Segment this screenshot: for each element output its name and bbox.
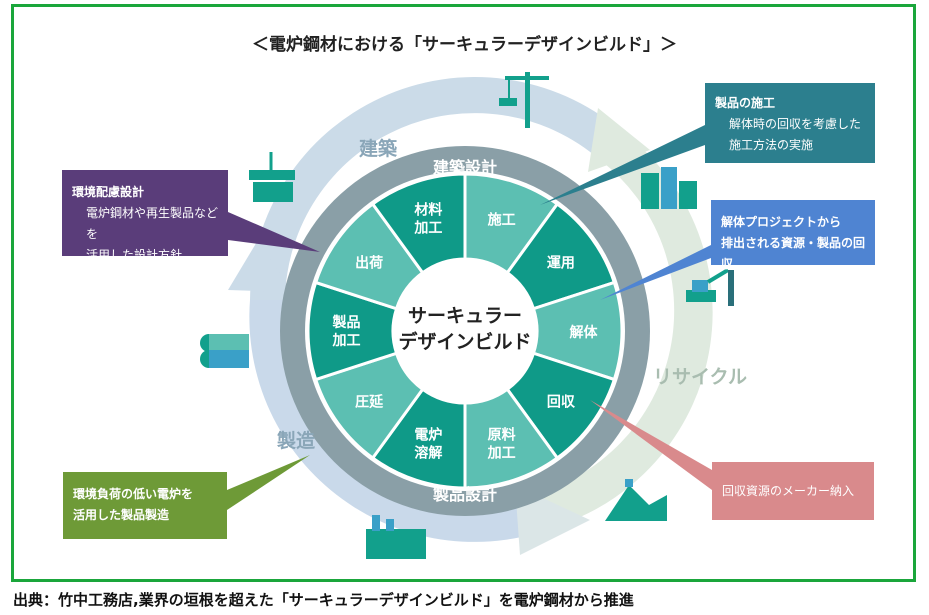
callout-const-title: 製品の施工 (715, 96, 776, 110)
connector-const (540, 125, 705, 205)
callout-low-load: 環境負荷の低い電炉を 活用した製品製造 (63, 472, 227, 539)
cycle-arrow-top (588, 108, 650, 172)
connector-lowload (227, 455, 310, 510)
construction-band (250, 77, 620, 301)
outer-label-manufacturing: 製造 (276, 429, 316, 452)
recycle-band (530, 130, 713, 525)
callout-lowload-line1: 環境負荷の低い電炉を (73, 487, 194, 501)
outer-label-recycle: リサイクル (653, 366, 747, 388)
segment-label-9: 材料 (414, 201, 442, 218)
callout-demo-line2: 排出される資源・製品の回収 (721, 236, 866, 271)
callout-lowload-line2: 活用した製品製造 (73, 508, 170, 522)
segment-label-7-line2: 加工 (332, 333, 361, 349)
segment-label-9-line2: 加工 (413, 220, 442, 236)
outer-label-construction: 建築 (359, 137, 398, 160)
segment-label-6: 圧延 (355, 394, 384, 411)
crane-icon (499, 72, 549, 128)
callout-demolition: 解体プロジェクトから 排出される資源・製品の回収 (711, 200, 875, 271)
callout-env-body2: 活用した設計方針 (86, 248, 183, 262)
page-title: ＜電炉鋼材における「サーキュラーデザインビルド」＞ (252, 35, 677, 55)
segment-label-3: 回収 (547, 394, 576, 411)
center-circle (395, 261, 535, 401)
callout-connectors (227, 125, 712, 510)
segment-label-5-line2: 溶解 (414, 445, 442, 462)
factory-icon (366, 515, 426, 559)
ring-label-architectural-design: 建築設計 (433, 158, 497, 177)
pipes-icon (200, 334, 249, 368)
callout-const-body2: 施工方法の実施 (729, 138, 814, 152)
steel-bundle-icon (249, 152, 295, 202)
segment-label-7: 製品 (332, 314, 361, 331)
callout-env-title: 環境配慮設計 (72, 185, 145, 199)
callout-env-body1: 電炉鋼材や再生製品などを (86, 206, 219, 241)
cycle-arrow-left (228, 240, 292, 292)
segment-label-4: 原料 (488, 427, 516, 444)
segment-label-4-line2: 加工 (487, 446, 516, 462)
ring-label-product-design: 製品設計 (432, 485, 497, 504)
segment-label-0: 施工 (488, 211, 516, 228)
callout-recover-text: 回収資源のメーカー納入 (722, 484, 855, 498)
segment-label-2: 解体 (570, 324, 599, 341)
center-line2: デザインビルド (398, 330, 531, 353)
manufacturing-band (249, 300, 561, 542)
callout-const-body1: 解体時の回収を考慮した (729, 117, 862, 131)
source-note: 出典：竹中工務店,業界の垣根を超えた「サーキュラーデザインビルド」を電炉鋼材から… (13, 591, 634, 609)
segment-9 (370, 172, 467, 275)
connector-demo (600, 245, 711, 300)
scrap-pile-icon (605, 479, 667, 521)
segment-label-8: 出荷 (355, 254, 383, 271)
connector-env (228, 212, 320, 252)
excavator-icon (686, 268, 734, 306)
buildings-icon (641, 167, 697, 209)
callout-construction: 製品の施工 解体時の回収を考慮した 施工方法の実施 (705, 83, 875, 163)
callout-env-design: 環境配慮設計 電炉鋼材や再生製品などを 活用した設計方針 (62, 170, 228, 262)
center-line1: サーキュラー (408, 305, 522, 327)
connector-recover (590, 400, 712, 490)
callout-recovery: 回収資源のメーカー納入 (712, 462, 874, 520)
segment-label-1: 運用 (547, 255, 575, 271)
callout-demo-line1: 解体プロジェクトから (721, 215, 842, 229)
segment-label-5: 電炉 (414, 427, 442, 444)
